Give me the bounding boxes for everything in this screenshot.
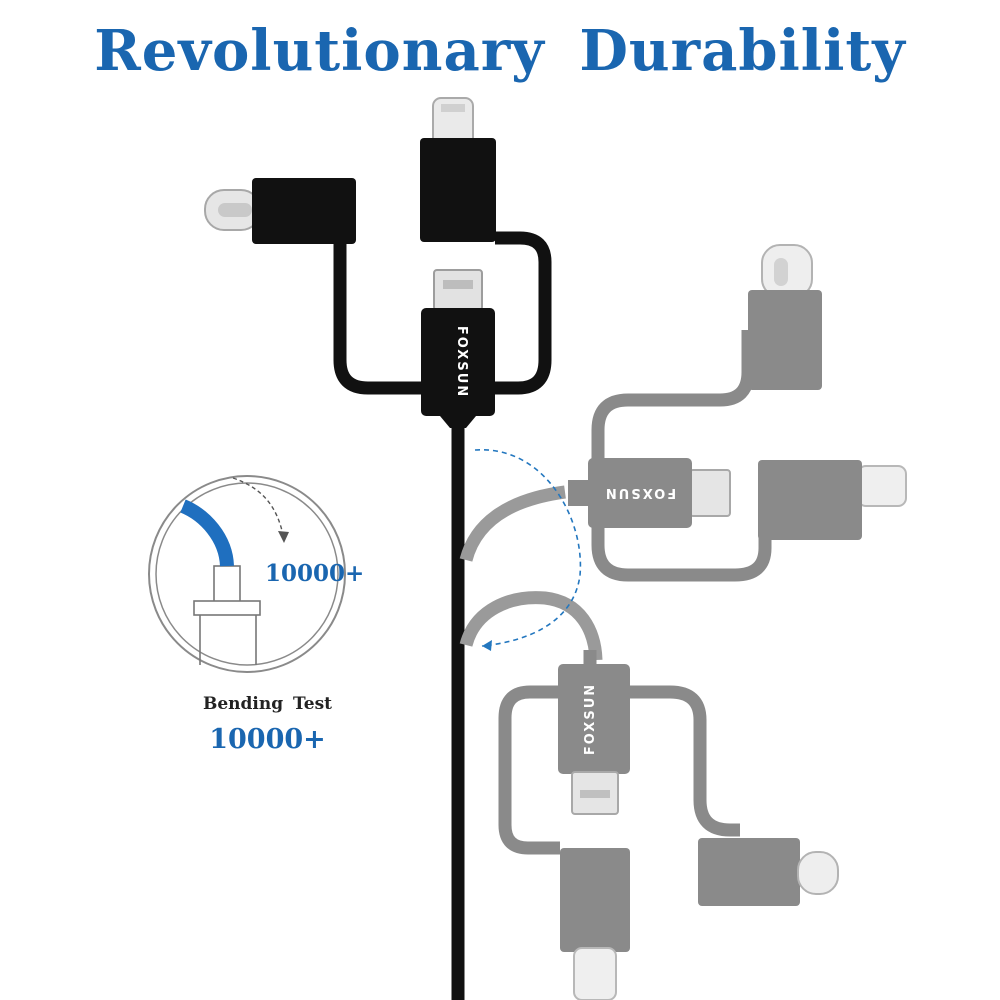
headline: Revolutionary Durability xyxy=(94,18,906,84)
grey-connector-group-bottom: FOXSUN xyxy=(498,650,839,1000)
bending-test-label: Bending Test xyxy=(203,694,332,714)
bend-count-outer: 10000+ xyxy=(209,724,326,755)
bend-direction-arrow xyxy=(474,449,582,651)
usb-c-connector-icon xyxy=(204,178,356,244)
brand-mark-black: FOXSUN xyxy=(454,326,469,398)
bent-cable-upper xyxy=(459,485,566,562)
brand-mark-grey-bottom: FOXSUN xyxy=(583,683,598,755)
bent-cable-lower xyxy=(459,591,603,661)
black-connector-group: FOXSUN xyxy=(204,97,552,428)
brand-mark-grey-middle: FOXSUN xyxy=(604,485,676,500)
bend-count-inner: 10000+ xyxy=(265,560,365,587)
grey-connector-group-middle: FOXSUN xyxy=(568,244,907,582)
bending-test-diagram xyxy=(148,475,346,673)
micro-usb-connector-icon xyxy=(433,269,483,311)
lightning-connector-icon xyxy=(420,97,496,242)
